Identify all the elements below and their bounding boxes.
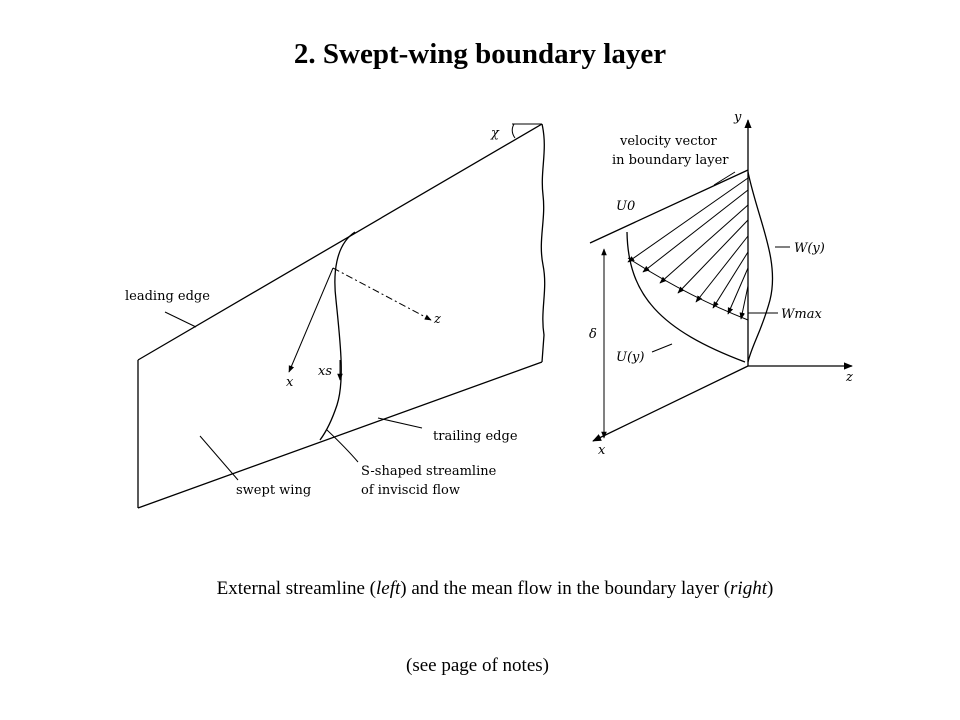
y-axis-label: y [733, 110, 742, 125]
trailing-edge-leader [377, 417, 423, 429]
vector-tip-curve [627, 257, 749, 321]
x-axis-label-right: x [598, 443, 606, 458]
velocity-vector-label-line2: in boundary layer [612, 153, 729, 168]
w-profile-label: W(y) [794, 241, 825, 256]
w-profile-curve [747, 171, 774, 363]
trailing-edge-line [137, 361, 543, 509]
leading-edge-leader [164, 311, 197, 328]
caption-text-3: ) [766, 578, 774, 599]
z-axis-label: z [433, 312, 441, 327]
wing-planform [137, 123, 546, 509]
streamline-leader [326, 429, 359, 463]
swept-wing-leader [199, 435, 239, 481]
leading-edge-line [137, 123, 543, 361]
caption-left-word: left [376, 578, 401, 599]
leading-edge-label: leading edge [125, 289, 210, 304]
u-profile-label: U(y) [616, 350, 644, 365]
x-axis [592, 365, 749, 442]
trailing-edge-label: trailing edge [433, 429, 518, 444]
sweep-angle-label: χ [490, 126, 500, 141]
wmax-label: Wmax [781, 307, 822, 322]
slide-title: 2. Swept-wing boundary layer [293, 38, 667, 70]
caption-text-1: External streamline ( [216, 578, 376, 599]
velocity-vector-leader [713, 171, 736, 186]
s-shaped-streamline [319, 231, 356, 441]
streamline-label-line1: S-shaped streamline [361, 464, 497, 479]
delta-label: δ [589, 327, 597, 342]
xs-axis-label: xs [318, 364, 332, 379]
u-profile-curve [626, 231, 746, 363]
x-axis-label: x [286, 375, 294, 390]
u-leader [651, 343, 673, 353]
x-axis-arrow [288, 267, 334, 373]
boundary-layer-edge [589, 169, 749, 244]
notes-reference: (see page of notes) [406, 655, 549, 676]
figure-caption: External streamline (left) and the mean … [0, 578, 960, 600]
streamline-label-line2: of inviscid flow [361, 483, 460, 498]
swept-wing-label: swept wing [236, 483, 311, 498]
z-axis-arrow [332, 267, 432, 321]
z-axis-label-right: z [845, 370, 853, 385]
wing-tip-line [540, 123, 546, 363]
caption-right-word: right [730, 578, 767, 599]
velocity-vector-label-line1: velocity vector [619, 134, 718, 149]
u0-label: U0 [616, 199, 635, 214]
sweep-angle-arc [511, 123, 516, 139]
caption-text-2: ) and the mean flow in the boundary laye… [400, 578, 731, 599]
velocity-vectors [627, 177, 749, 320]
